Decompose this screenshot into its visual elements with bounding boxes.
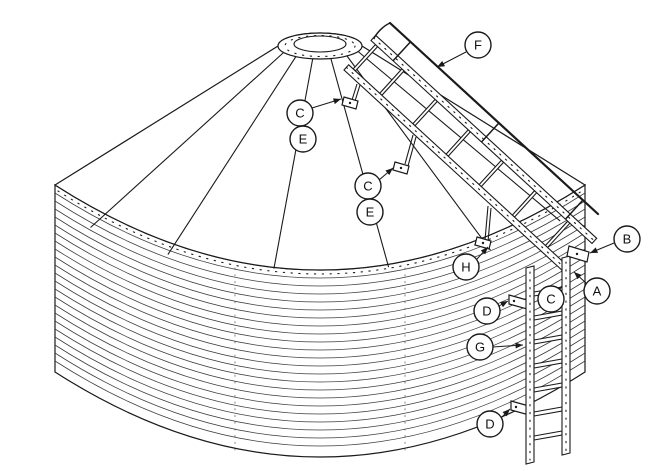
callout-letter: E <box>366 205 375 220</box>
leader-line <box>378 167 394 181</box>
callout-circle <box>452 253 480 281</box>
standoff-leg-3 <box>484 205 492 243</box>
callout-circle <box>356 198 384 226</box>
collar-bolt-ring <box>284 34 356 58</box>
standoff-leg-1 <box>351 83 361 102</box>
callout-b: B <box>589 225 641 254</box>
handrail-posts <box>392 41 584 220</box>
callout-letter: G <box>475 340 485 355</box>
leader-line <box>573 271 587 284</box>
callout-circle <box>583 277 611 305</box>
callout-d-1: D <box>473 297 509 325</box>
wall-ladder <box>508 255 571 465</box>
callout-letter: C <box>363 179 372 194</box>
leader-line <box>492 342 524 349</box>
callout-letter: D <box>485 417 494 432</box>
roof-ladder-rail-bolts-lower <box>345 66 568 271</box>
callout-letter: E <box>299 132 308 147</box>
callout-a: A <box>573 271 611 305</box>
callout-circle <box>466 333 494 361</box>
storage-tank <box>53 32 587 458</box>
callout-letter: C <box>546 292 555 307</box>
callout-e-2: E <box>356 198 384 226</box>
callout-circle <box>613 225 641 253</box>
callout-letter: B <box>623 232 632 247</box>
callout-c-3: C <box>537 285 565 313</box>
callout-c-1: C <box>286 98 342 127</box>
leader-line <box>436 51 467 68</box>
callout-letter: A <box>593 284 602 299</box>
callout-circle <box>464 31 492 59</box>
standoff-leg-2 <box>404 134 417 167</box>
callout-e-1: E <box>289 125 317 153</box>
callout-letter: F <box>474 38 482 53</box>
wall-bracket-upper-bolt <box>512 299 516 303</box>
clip-bolt-3 <box>481 241 485 245</box>
callouts: F C E C E B A <box>286 31 641 438</box>
collar-outer-ring <box>277 32 363 60</box>
callout-letter: H <box>461 260 470 275</box>
clip-bolt-1 <box>348 101 352 105</box>
callout-h: H <box>452 246 489 281</box>
callout-circle <box>537 285 565 313</box>
leader-line <box>476 246 489 260</box>
leader-line <box>311 98 342 109</box>
callout-d-2: D <box>476 408 511 438</box>
roof-ladder-handrail <box>388 21 600 216</box>
wall-bracket-lower-bolt <box>514 405 518 409</box>
roof-ladder <box>343 21 600 274</box>
roof-ladder-rungs <box>352 43 571 249</box>
callout-circle <box>473 297 501 325</box>
callout-letter: D <box>482 304 491 319</box>
roof-manway-collar <box>277 32 363 60</box>
leader-line <box>589 242 615 254</box>
callout-g: G <box>466 333 524 361</box>
ladder-junction <box>566 245 590 263</box>
clip-bolt-2 <box>399 166 403 170</box>
collar-opening <box>293 35 347 53</box>
callout-letter: C <box>295 106 304 121</box>
callout-circle <box>289 125 317 153</box>
handrail-top-bend <box>373 22 391 39</box>
wall-ladder-rail-left <box>525 265 535 465</box>
roof-standoff-brackets <box>341 83 492 250</box>
callout-circle <box>476 410 504 438</box>
leader-line <box>500 408 511 419</box>
leader-line <box>498 300 509 308</box>
junction-bolt <box>575 252 579 256</box>
callout-f: F <box>436 31 492 68</box>
